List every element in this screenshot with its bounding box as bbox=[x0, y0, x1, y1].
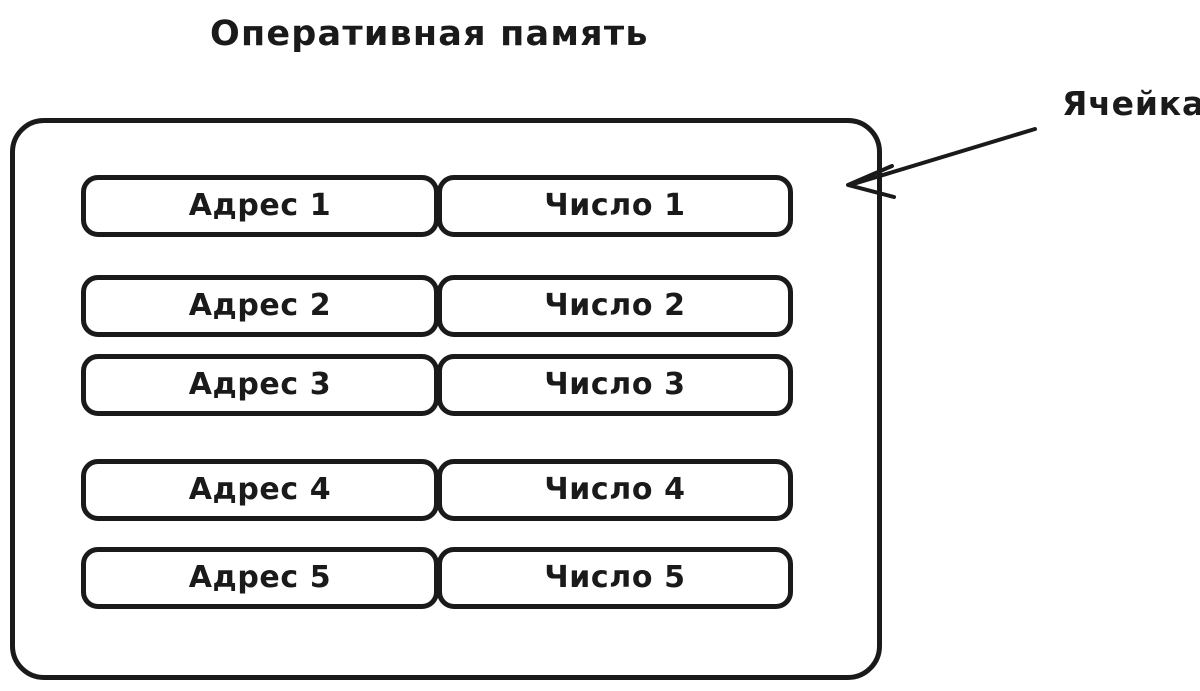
memory-cell-row: Адрес 1 Число 1 bbox=[81, 175, 793, 237]
value-cell: Число 4 bbox=[437, 459, 793, 521]
memory-cell-list: Адрес 1 Число 1 Адрес 2 Число 2 Адрес 3 … bbox=[15, 123, 887, 685]
address-cell: Адрес 1 bbox=[81, 175, 439, 237]
address-cell: Адрес 5 bbox=[81, 547, 439, 609]
address-cell: Адрес 2 bbox=[81, 275, 439, 337]
memory-cell-row: Адрес 5 Число 5 bbox=[81, 547, 793, 609]
annotation-label-cell: Ячейка bbox=[1062, 84, 1200, 123]
value-cell: Число 3 bbox=[437, 354, 793, 416]
memory-cell-row: Адрес 2 Число 2 bbox=[81, 275, 793, 337]
address-cell: Адрес 3 bbox=[81, 354, 439, 416]
value-cell: Число 2 bbox=[437, 275, 793, 337]
memory-container: Адрес 1 Число 1 Адрес 2 Число 2 Адрес 3 … bbox=[10, 118, 882, 680]
memory-cell-row: Адрес 4 Число 4 bbox=[81, 459, 793, 521]
value-cell: Число 5 bbox=[437, 547, 793, 609]
address-cell: Адрес 4 bbox=[81, 459, 439, 521]
page-title: Оперативная память bbox=[210, 14, 649, 54]
memory-cell-row: Адрес 3 Число 3 bbox=[81, 354, 793, 416]
value-cell: Число 1 bbox=[437, 175, 793, 237]
